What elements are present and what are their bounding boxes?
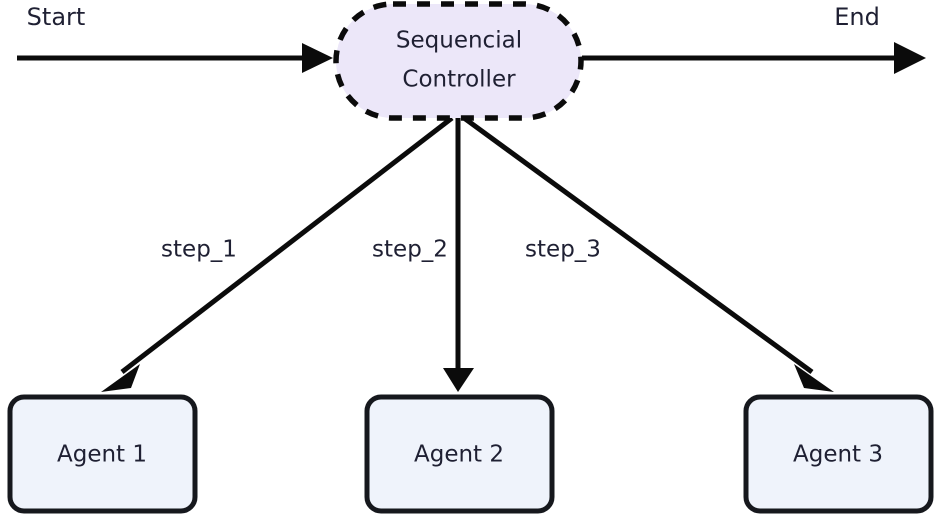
start-arrow-head-icon <box>302 43 333 73</box>
step-1-line <box>120 116 454 374</box>
start-label: Start <box>27 3 86 31</box>
agent-1-label: Agent 1 <box>57 442 147 468</box>
node-sequencial-controller[interactable]: Sequencial Controller <box>333 1 584 121</box>
edge-step-2 <box>443 118 474 392</box>
edge-label-step-2: step_2 <box>372 237 448 263</box>
node-agent-1[interactable]: Agent 1 <box>7 394 198 514</box>
controller-label-line-2: Controller <box>402 67 516 93</box>
node-agent-3[interactable]: Agent 3 <box>743 394 934 514</box>
edge-label-step-3: step_3 <box>525 237 601 263</box>
step-3-line <box>462 115 814 375</box>
edge-controller-to-end <box>582 42 926 74</box>
step-2-arrow-head-icon <box>443 368 474 392</box>
agent-2-label: Agent 2 <box>414 442 504 468</box>
agent-3-label: Agent 3 <box>793 442 883 468</box>
agent-3-box <box>743 394 934 514</box>
agent-1-box <box>7 394 198 514</box>
node-agent-2[interactable]: Agent 2 <box>364 394 555 514</box>
end-arrow-head-icon <box>894 42 926 74</box>
step-3-arrow-head-icon <box>794 364 834 392</box>
edge-label-step-1: step_1 <box>161 237 237 263</box>
step-1-arrow-head-icon <box>101 364 140 392</box>
edge-step-3 <box>462 115 834 392</box>
controller-label-line-1: Sequencial <box>396 28 522 54</box>
edge-step-1 <box>101 116 454 392</box>
agent-2-box <box>364 394 555 514</box>
controller-shape <box>333 1 584 121</box>
edge-start-to-controller <box>17 43 333 73</box>
end-label: End <box>834 3 880 31</box>
